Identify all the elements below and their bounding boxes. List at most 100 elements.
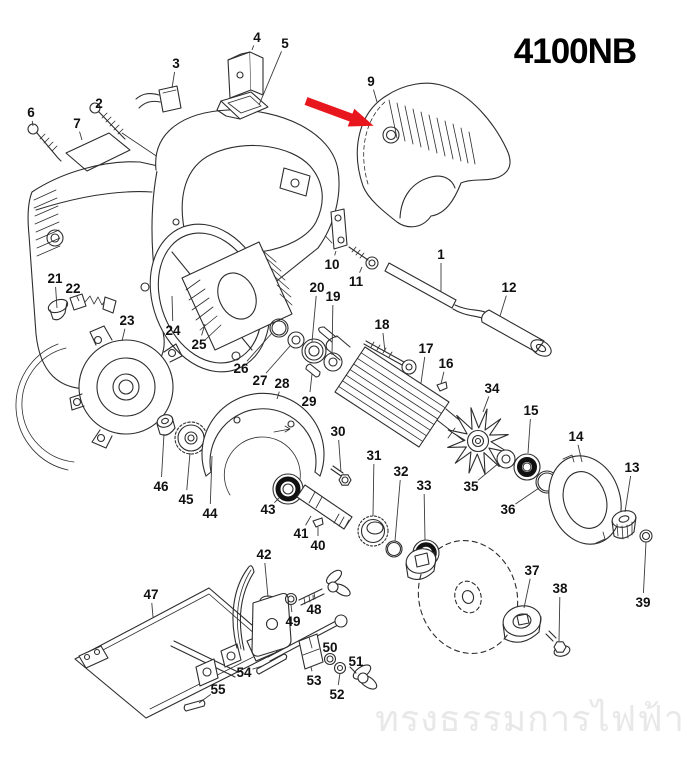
saw-blade [417,540,519,654]
part-number-48: 48 [306,602,322,617]
pin-part-29 [305,363,321,378]
leader-line-part-54 [252,665,263,670]
part-number-44: 44 [202,506,218,521]
leader-line-part-46 [161,433,165,478]
spacer-part-46 [156,414,176,436]
leader-line-part-26 [246,332,273,362]
leader-line-part-45 [186,452,191,491]
leader-line-part-22 [76,295,80,302]
part-number-5: 5 [281,36,289,51]
part-number-35: 35 [463,479,479,494]
part-number-21: 21 [47,271,63,286]
screw-part-18 [363,340,417,375]
part-number-20: 20 [309,280,324,295]
leader-line-part-36 [515,487,540,505]
bolt-part-38 [545,630,571,657]
part-number-39: 39 [635,595,650,610]
leader-line-part-19 [331,304,334,356]
part-number-55: 55 [210,682,226,697]
washer-part-27 [287,331,305,349]
screw-part-2 [89,102,126,140]
gear-part-13 [611,510,637,540]
part-number-30: 30 [330,424,345,439]
part-number-2: 2 [95,96,103,111]
leader-line-part-12 [499,295,507,317]
name-plate-part-7 [65,132,131,172]
part-number-6: 6 [27,105,35,120]
part-number-49: 49 [285,614,300,629]
part-number-9: 9 [367,74,375,89]
key-part-16 [436,381,448,392]
brush-cap-part-21 [47,298,69,321]
leader-line-part-43 [274,497,280,503]
clamp-plate-part-10 [330,208,348,250]
nut-part-50 [323,652,337,666]
leader-line-part-29 [309,373,313,393]
bearing-part-15 [513,453,541,481]
wing-bolt-part-48 [298,569,351,606]
part-number-15: 15 [523,403,539,418]
part-number-36: 36 [500,502,516,517]
part-number-19: 19 [325,289,340,304]
leader-line-part-13 [624,475,632,513]
part-number-40: 40 [310,538,325,553]
screw-part-11 [348,246,379,270]
bearing-part-43 [272,473,304,505]
leader-line-part-23 [121,328,126,342]
part-number-34: 34 [484,381,500,396]
leader-line-part-14 [577,444,583,463]
spindle-shaft [296,484,353,530]
leader-line-part-21 [55,286,58,309]
o-ring-part-26 [269,318,289,338]
leader-line-part-6 [31,120,34,127]
leader-line-part-52 [337,672,341,686]
leader-line-part-5 [258,51,282,106]
part-number-28: 28 [274,376,290,391]
watermark: ทรงธรรมการไฟฟ้า [375,698,683,739]
part-number-42: 42 [256,547,271,562]
part-number-18: 18 [374,317,390,332]
washer-part-35 [496,449,516,469]
leader-line-part-24 [171,295,174,322]
part-number-47: 47 [143,587,158,602]
leader-line-part-41 [305,515,312,526]
bearing-cover-part-14 [548,454,622,545]
part-number-45: 45 [178,492,194,507]
diagram-line-art [15,51,653,719]
part-number-43: 43 [260,502,276,517]
part-number-29: 29 [301,394,316,409]
leader-line-part-31 [372,463,375,517]
nut-part-39 [639,529,653,543]
page-title: 4100NB [514,32,636,71]
leader-line-part-18 [382,332,386,353]
part-number-22: 22 [65,281,80,296]
inner-flange-part-23 [15,325,183,471]
leader-line-part-15 [527,418,531,454]
switch-part-4 [227,51,264,99]
part-number-37: 37 [524,563,539,578]
leader-line-part-30 [338,439,342,473]
ring-part-19 [323,352,343,372]
part-number-31: 31 [366,448,382,463]
terminal-part-3 [135,85,182,113]
washer-part-52 [333,661,347,675]
leader-line-part-10 [334,250,337,256]
leader-line-part-3 [171,71,176,89]
leader-line-part-49 [290,604,293,613]
leader-line-part-39 [643,541,647,594]
leader-line-part-42 [264,562,269,598]
part-number-32: 32 [393,464,408,479]
part-number-10: 10 [324,257,339,272]
inner-blade-flange [405,548,437,580]
bearing-part-20 [301,338,327,364]
leader-line-part-55 [198,693,212,704]
ring-nut-part-31 [357,515,389,547]
leader-line-part-38 [558,596,561,642]
base-plate-part-47 [74,587,282,719]
part-number-51: 51 [348,654,364,669]
part-number-1: 1 [437,247,445,262]
leader-line-part-53 [310,666,313,672]
leader-line-part-11 [359,266,363,273]
